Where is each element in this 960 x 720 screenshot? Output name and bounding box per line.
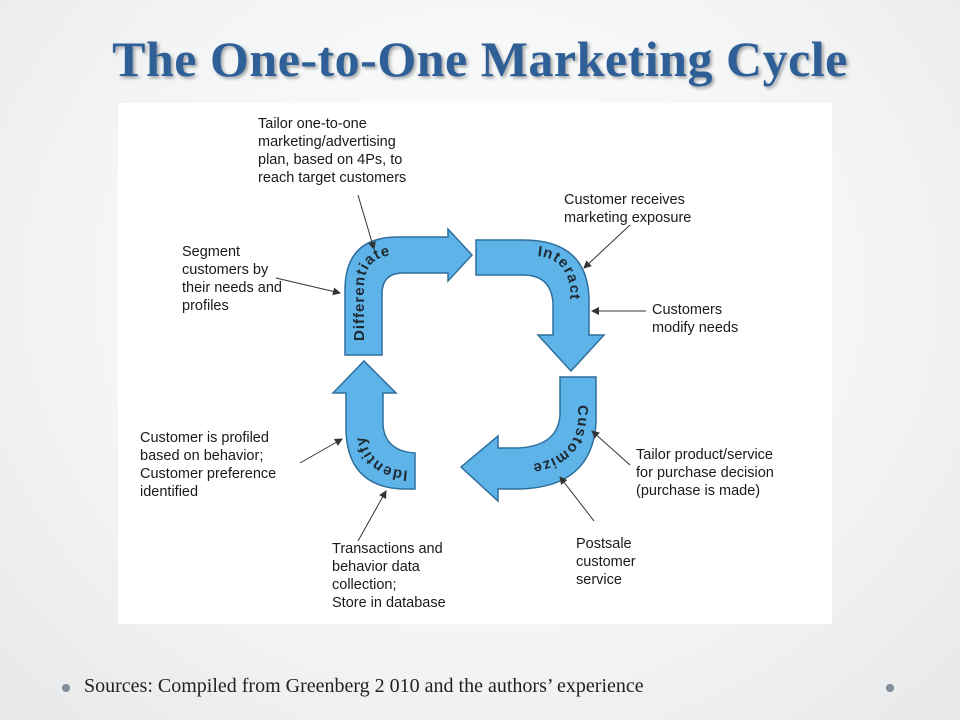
annotation-transactions: Transactions and behavior data collectio… bbox=[332, 541, 446, 611]
annotation-tailor-plan: Tailor one-to-one marketing/advertising … bbox=[258, 116, 407, 186]
identify-arrow bbox=[331, 359, 416, 490]
cycle-arrows-svg: Differentiate Interact Customize Identif… bbox=[275, 194, 646, 542]
sources-text: Sources: Compiled from Greenberg 2 010 a… bbox=[84, 675, 644, 697]
annotation-profiled: Customer is profiled based on behavior; … bbox=[140, 430, 277, 500]
pointer-profiled bbox=[299, 438, 343, 464]
bullet-icon bbox=[62, 684, 70, 692]
interact-arrow bbox=[475, 239, 606, 373]
pointer-tailor-plan bbox=[357, 194, 376, 250]
annotation-postsale: Postsale customer service bbox=[576, 536, 636, 588]
pointer-exposure bbox=[583, 224, 631, 269]
annotation-exposure: Customer receives marketing exposure bbox=[564, 192, 692, 226]
slide-title: The One-to-One Marketing Cycle bbox=[112, 31, 848, 87]
pointer-transactions bbox=[357, 490, 387, 542]
pointer-tailor-product bbox=[591, 430, 631, 466]
pointer-segment bbox=[275, 277, 341, 296]
annotation-segment: Segment customers by their needs and pro… bbox=[182, 244, 282, 314]
cycle-diagram: Differentiate Interact Customize Identif… bbox=[118, 103, 832, 624]
sources-footer: Sources: Compiled from Greenberg 2 010 a… bbox=[62, 675, 902, 700]
differentiate-arrow bbox=[344, 227, 474, 356]
annotation-modify-needs: Customers modify needs bbox=[652, 302, 739, 336]
annotation-tailor-product: Tailor product/service for purchase deci… bbox=[636, 447, 774, 499]
bullet-icon bbox=[886, 684, 894, 692]
customize-arrow bbox=[459, 376, 597, 503]
pointer-postsale bbox=[559, 476, 595, 522]
